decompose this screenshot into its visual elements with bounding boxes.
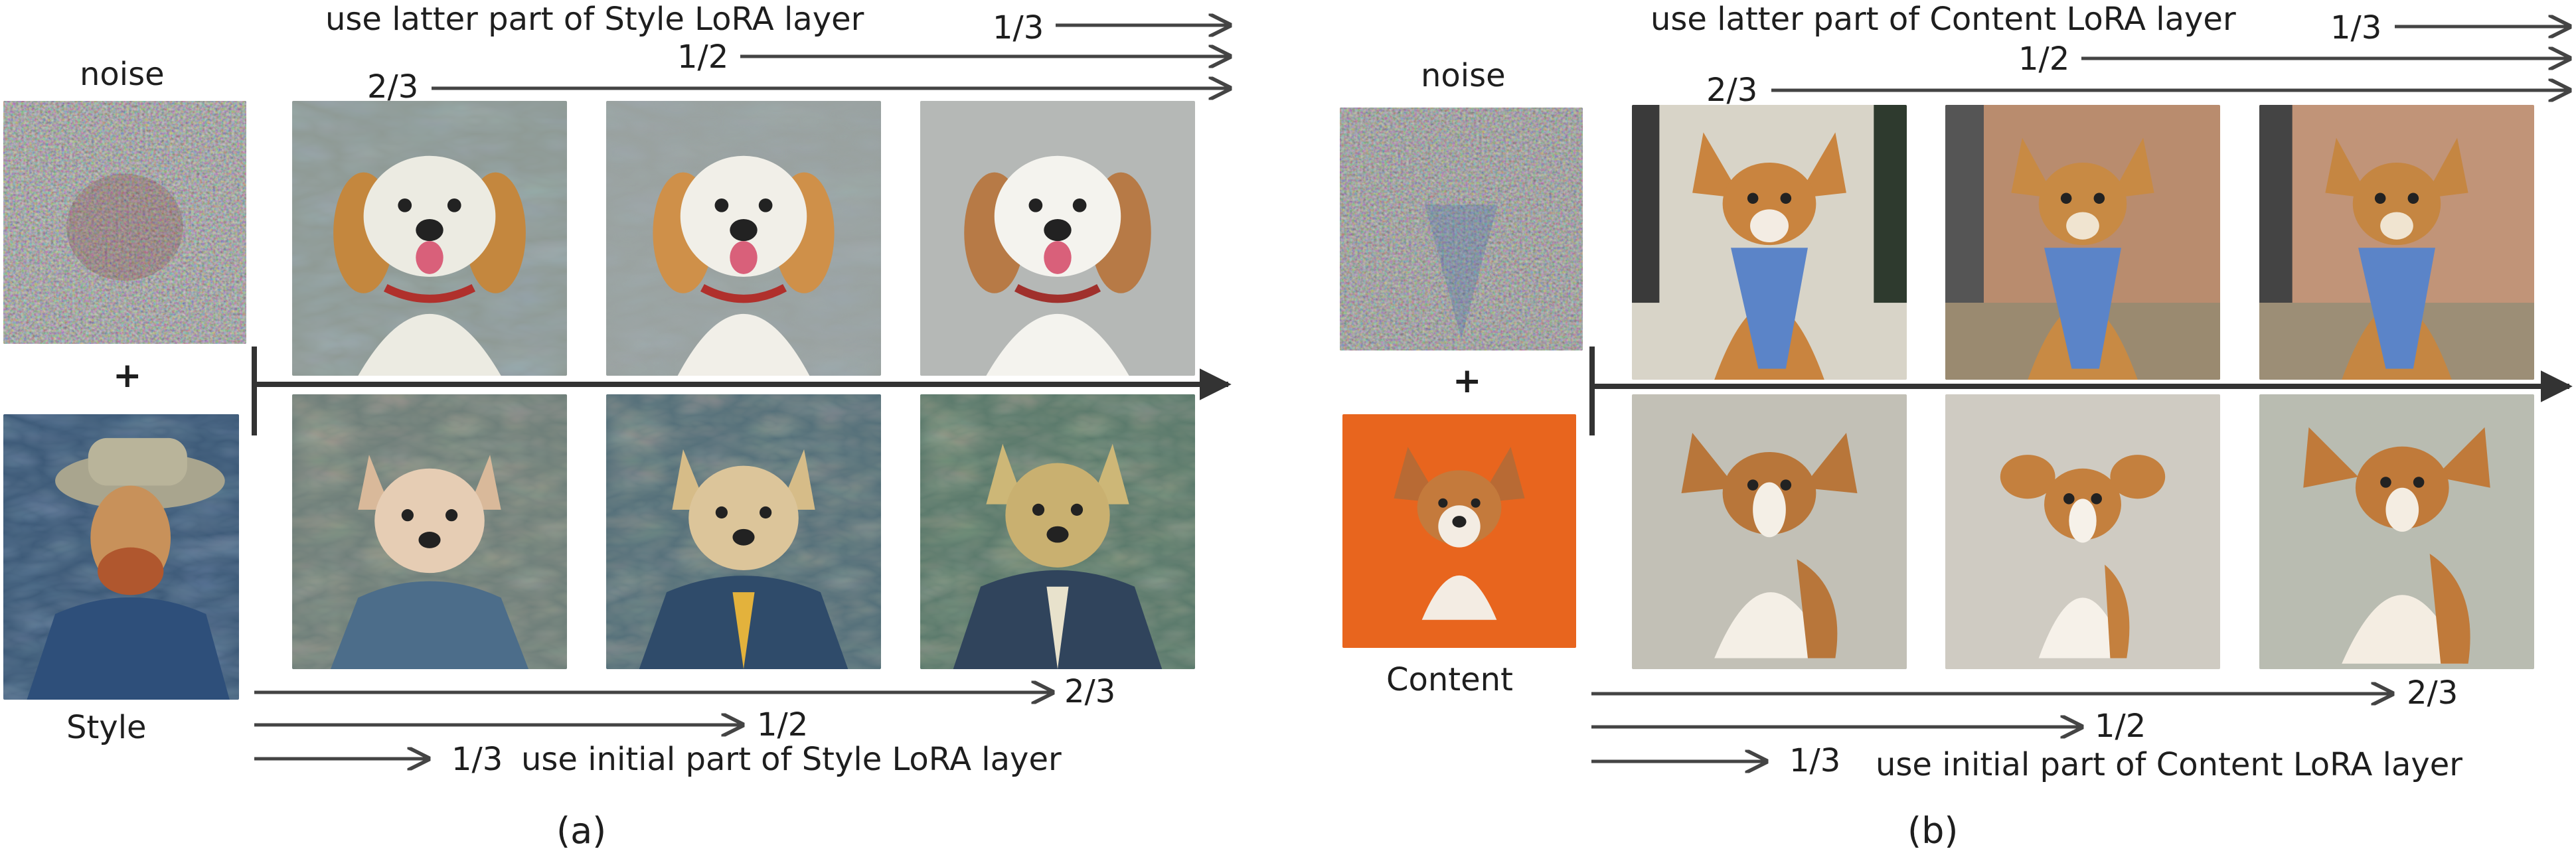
panel-a-bottom-title: use initial part of Style LoRA layer	[521, 741, 1062, 778]
panel-b-plus: +	[1453, 361, 1482, 401]
panel-b-bottom-image-3	[2259, 394, 2534, 669]
panel-b-bottom-image-2	[1945, 394, 2220, 669]
panel-a-bottom-fraction-1: 2/3	[1064, 673, 1116, 710]
panel-a-caption: (a)	[556, 810, 607, 852]
panel-a-top-fraction-2: 1/2	[677, 39, 729, 76]
portrait-picture-icon	[3, 414, 239, 700]
dog-picture-icon	[1342, 414, 1576, 648]
panel-b-bottom-fraction-1: 2/3	[2407, 674, 2458, 712]
panel-b-top-image-3	[2259, 105, 2534, 380]
panel-a-top-image-2	[606, 101, 881, 376]
panel-a-plus: +	[113, 356, 142, 396]
panel-a-noise-label: noise	[80, 56, 165, 93]
panel-a-bottom-image-3	[920, 394, 1195, 669]
panel-b-bottom-title: use initial part of Content LoRA layer	[1876, 746, 2463, 783]
panel-b-top-fraction-3: 2/3	[1706, 72, 1758, 109]
panel-a-style-image	[3, 414, 239, 700]
panel-b-noise-label: noise	[1421, 57, 1506, 94]
panel-b-bottom-image-1	[1632, 394, 1907, 669]
panel-a-bottom-fraction-2: 1/2	[757, 706, 809, 743]
panel-a-bottom-image-2	[606, 394, 881, 669]
panel-a-top-title: use latter part of Style LoRA layer	[325, 1, 864, 38]
panel-b-top-fraction-1: 1/3	[2330, 9, 2382, 46]
panel-b-bottom-fraction-3: 1/3	[1789, 742, 1841, 779]
noise-texture-icon	[1340, 108, 1583, 350]
panel-a-bottom-image-1	[292, 394, 567, 669]
panel-a-bottom-fraction-3: 1/3	[451, 741, 503, 778]
panel-a-top-image-1	[292, 101, 567, 376]
panel-b-bottom-fraction-2: 1/2	[2095, 708, 2146, 745]
panel-b-top-title: use latter part of Content LoRA layer	[1650, 1, 2236, 38]
panel-b-top-image-1	[1632, 105, 1907, 380]
panel-a-top-fraction-1: 1/3	[993, 9, 1044, 46]
panel-b-caption: (b)	[1907, 810, 1959, 852]
panel-a-noise-image	[3, 101, 246, 344]
panel-b-noise-image	[1340, 108, 1583, 350]
panel-b-top-fraction-2: 1/2	[2018, 40, 2070, 78]
panel-a-top-fraction-3: 2/3	[367, 68, 419, 106]
panel-a-style-label: Style	[66, 709, 147, 746]
panel-b-top-image-2	[1945, 105, 2220, 380]
panel-b-content-image	[1342, 414, 1576, 648]
dog-picture-icon	[292, 101, 567, 376]
panel-b-content-label: Content	[1386, 661, 1513, 698]
noise-texture-icon	[3, 101, 246, 344]
panel-a-top-image-3	[920, 101, 1195, 376]
